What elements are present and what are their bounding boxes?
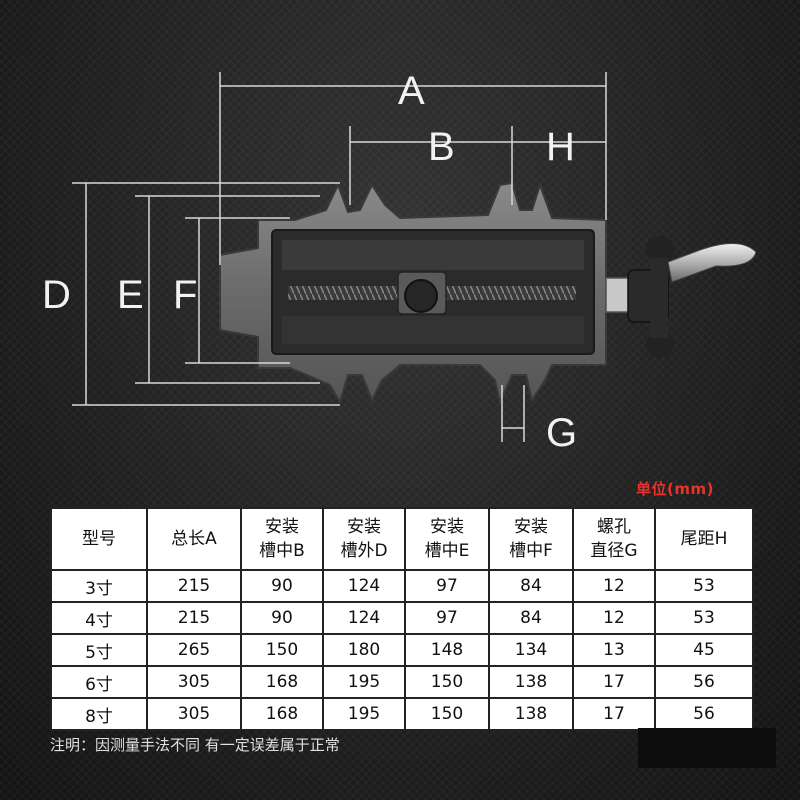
table-cell: 148: [404, 633, 490, 667]
header-slot-f: 安装槽中F: [488, 507, 574, 571]
header-slot-e: 安装槽中E: [404, 507, 490, 571]
table-cell: 138: [488, 697, 574, 731]
vise-inner-top: [282, 240, 584, 270]
footnote: 注明：因测量手法不同 有一定误差属于正常: [50, 736, 340, 754]
table-cell: 124: [322, 601, 406, 635]
header-model: 型号: [50, 507, 148, 571]
header-tail-h: 尾距H: [654, 507, 754, 571]
table-cell: 13: [572, 633, 656, 667]
table-cell: 305: [146, 697, 242, 731]
table-cell: 265: [146, 633, 242, 667]
table-cell: 6寸: [50, 665, 148, 699]
vise-handle: [605, 236, 757, 358]
table-cell: 4寸: [50, 601, 148, 635]
table-cell: 12: [572, 569, 656, 603]
table-cell: 97: [404, 601, 490, 635]
table-cell: 53: [654, 601, 754, 635]
table-cell: 12: [572, 601, 656, 635]
table-cell: 53: [654, 569, 754, 603]
table-cell: 180: [322, 633, 406, 667]
table-cell: 3寸: [50, 569, 148, 603]
table-cell: 215: [146, 601, 242, 635]
dimension-label-h: H: [546, 125, 575, 169]
table-cell: 150: [404, 697, 490, 731]
table-row: 3寸 215 90 124 97 84 12 53: [50, 569, 754, 603]
table-cell: 215: [146, 569, 242, 603]
table-cell: 84: [488, 601, 574, 635]
dimension-label-d: D: [42, 273, 71, 317]
table-cell: 305: [146, 665, 242, 699]
vise-inner-bottom: [282, 316, 584, 344]
table-row: 4寸 215 90 124 97 84 12 53: [50, 601, 754, 635]
table-cell: 150: [404, 665, 490, 699]
table-cell: 138: [488, 665, 574, 699]
table-cell: 5寸: [50, 633, 148, 667]
table-cell: 17: [572, 665, 656, 699]
table-cell: 84: [488, 569, 574, 603]
handle-knob-top: [646, 236, 674, 264]
table-cell: 124: [322, 569, 406, 603]
table-cell: 168: [240, 665, 324, 699]
table-cell: 150: [240, 633, 324, 667]
table-cell: 8寸: [50, 697, 148, 731]
dimension-label-f: F: [173, 273, 197, 317]
vise-body: [219, 181, 607, 406]
table-cell: 45: [654, 633, 754, 667]
table-header-row: 型号 总长A 安装槽中B 安装槽外D 安装槽中E 安装槽中F 螺孔直径G 尾距H: [50, 507, 754, 571]
table-cell: 195: [322, 665, 406, 699]
dimension-label-g: G: [546, 411, 577, 455]
header-slot-d: 安装槽外D: [322, 507, 406, 571]
table-cell: 90: [240, 601, 324, 635]
table-row: 5寸 265 150 180 148 134 13 45: [50, 633, 754, 667]
dimension-label-b: B: [428, 125, 455, 169]
dimension-lines: [72, 72, 607, 442]
dimension-label-e: E: [117, 273, 144, 317]
table-row: 6寸 305 168 195 150 138 17 56: [50, 665, 754, 699]
header-slot-b: 安装槽中B: [240, 507, 324, 571]
table-cell: 56: [654, 697, 754, 731]
spec-table: 型号 总长A 安装槽中B 安装槽外D 安装槽中E 安装槽中F 螺孔直径G 尾距H…: [50, 507, 754, 731]
table-cell: 56: [654, 665, 754, 699]
handle-grip: [667, 243, 757, 283]
screw-nut: [404, 279, 438, 313]
unit-note: 单位(mm): [636, 480, 714, 498]
vise-dimension-diagram: A B H D E F G: [42, 69, 757, 455]
table-cell: 97: [404, 569, 490, 603]
dark-overlay-box: [638, 728, 776, 768]
handle-bar: [650, 258, 668, 338]
dimension-label-a: A: [398, 69, 425, 113]
header-total-length: 总长A: [146, 507, 242, 571]
table-cell: 17: [572, 697, 656, 731]
table-cell: 134: [488, 633, 574, 667]
table-cell: 168: [240, 697, 324, 731]
table-row: 8寸 305 168 195 150 138 17 56: [50, 697, 754, 731]
table-cell: 195: [322, 697, 406, 731]
header-hole-g: 螺孔直径G: [572, 507, 656, 571]
table-cell: 90: [240, 569, 324, 603]
